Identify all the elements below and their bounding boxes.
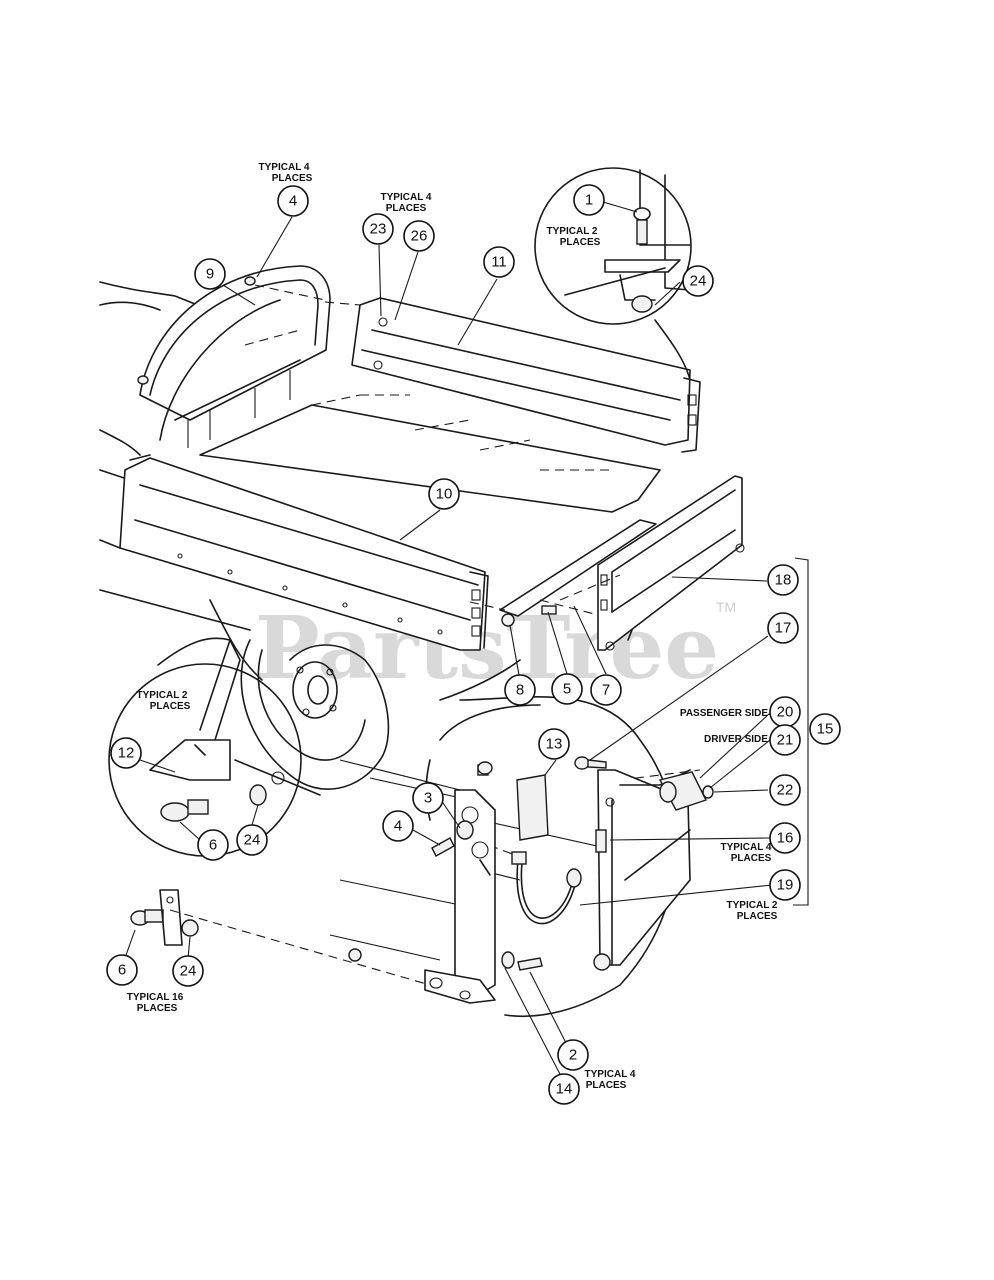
callout-11[interactable]: 11 bbox=[483, 246, 515, 278]
callout-12[interactable]: 12 bbox=[110, 737, 142, 769]
callout-label: 2 bbox=[569, 1047, 577, 1064]
callout-label: 15 bbox=[817, 721, 834, 738]
note-line: TYPICAL 2 bbox=[137, 690, 188, 701]
note-line: PLACES bbox=[731, 853, 772, 864]
callout-24[interactable]: 24 bbox=[172, 955, 204, 987]
callout-18[interactable]: 18 bbox=[767, 564, 799, 596]
note-line: TYPICAL 4 bbox=[381, 192, 432, 203]
callout-10[interactable]: 10 bbox=[428, 478, 460, 510]
rear-wheel bbox=[209, 599, 390, 790]
note-line: PLACES bbox=[560, 237, 601, 248]
bed-floor bbox=[199, 394, 661, 513]
callout-15[interactable]: 15 bbox=[809, 713, 841, 745]
callout-label: 10 bbox=[436, 486, 453, 503]
vehicle-body bbox=[99, 281, 521, 701]
callout-9[interactable]: 9 bbox=[194, 258, 226, 290]
callout-label: 16 bbox=[777, 830, 794, 847]
callout-label: 4 bbox=[289, 193, 297, 210]
note-typical4-top-left: TYPICAL 4 PLACES bbox=[259, 162, 313, 184]
callout-16[interactable]: 16 bbox=[769, 822, 801, 854]
callout-label: 9 bbox=[206, 266, 214, 283]
callout-label: 4 bbox=[394, 818, 402, 835]
note-line: PLACES bbox=[737, 911, 778, 922]
callout-label: 24 bbox=[690, 273, 707, 290]
callout-5[interactable]: 5 bbox=[551, 673, 583, 705]
callout-label: 24 bbox=[180, 963, 197, 980]
note-line: TYPICAL 4 bbox=[585, 1069, 636, 1080]
callout-26[interactable]: 26 bbox=[403, 220, 435, 252]
callout-label: 21 bbox=[777, 732, 794, 749]
note-line: TYPICAL 4 bbox=[259, 162, 310, 173]
note-typical4-16: TYPICAL 4 PLACES bbox=[721, 842, 772, 864]
callout-22[interactable]: 22 bbox=[769, 774, 801, 806]
callout-4-detail[interactable]: 4 bbox=[382, 810, 414, 842]
side-panel-9 bbox=[129, 265, 331, 461]
callout-label: 12 bbox=[118, 745, 135, 762]
note-line: PLACES bbox=[137, 1003, 178, 1014]
callout-24-detail-left[interactable]: 24 bbox=[236, 824, 268, 856]
callout-14[interactable]: 14 bbox=[548, 1073, 580, 1105]
callout-21[interactable]: 21 bbox=[769, 724, 801, 756]
callout-label: 5 bbox=[563, 681, 571, 698]
callout-3[interactable]: 3 bbox=[412, 782, 444, 814]
callout-label: 23 bbox=[370, 221, 387, 238]
note-typical2-detail-left: TYPICAL 2 PLACES bbox=[137, 690, 191, 712]
callout-label: 1 bbox=[585, 192, 593, 209]
detail-circle-top bbox=[534, 167, 692, 381]
note-line: PASSENGER SIDE bbox=[680, 708, 768, 719]
note-typical16: TYPICAL 16 PLACES bbox=[127, 992, 184, 1014]
note-line: PLACES bbox=[586, 1080, 627, 1091]
callout-label: 8 bbox=[516, 682, 524, 699]
note-line: PLACES bbox=[386, 203, 427, 214]
callout-label: 7 bbox=[602, 682, 610, 699]
callout-label: 6 bbox=[118, 962, 126, 979]
note-line: DRIVER SIDE bbox=[704, 734, 768, 745]
callout-1[interactable]: 1 bbox=[573, 184, 605, 216]
detail-circle-right bbox=[424, 696, 714, 1018]
callout-19[interactable]: 19 bbox=[769, 869, 801, 901]
callout-label: 6 bbox=[209, 837, 217, 854]
callout-20[interactable]: 20 bbox=[769, 696, 801, 728]
callout-7[interactable]: 7 bbox=[590, 674, 622, 706]
note-line: TYPICAL 4 bbox=[721, 842, 772, 853]
callout-23[interactable]: 23 bbox=[362, 213, 394, 245]
small-fasteners bbox=[130, 276, 557, 962]
side-panel-10 bbox=[119, 457, 489, 651]
callout-label: 13 bbox=[546, 736, 563, 753]
note-typical2-detail-top: TYPICAL 2 PLACES bbox=[547, 226, 601, 248]
note-passenger-side: PASSENGER SIDE bbox=[680, 708, 768, 719]
callout-label: 20 bbox=[777, 704, 794, 721]
note-line: PLACES bbox=[272, 173, 313, 184]
note-line: TYPICAL 2 bbox=[547, 226, 598, 237]
note-line: TYPICAL 16 bbox=[127, 992, 184, 1003]
callout-label: 19 bbox=[777, 877, 794, 894]
callout-17[interactable]: 17 bbox=[767, 612, 799, 644]
callout-label: 26 bbox=[411, 228, 428, 245]
note-typical4-top: TYPICAL 4 PLACES bbox=[381, 192, 432, 214]
note-driver-side: DRIVER SIDE bbox=[704, 734, 768, 745]
note-typical4-bottom: TYPICAL 4 PLACES bbox=[585, 1069, 636, 1091]
callout-6[interactable]: 6 bbox=[106, 954, 138, 986]
tailgate-18 bbox=[597, 475, 745, 651]
callout-8[interactable]: 8 bbox=[504, 674, 536, 706]
note-line: TYPICAL 2 bbox=[727, 900, 778, 911]
callout-label: 24 bbox=[244, 832, 261, 849]
callout-label: 22 bbox=[777, 782, 794, 799]
callout-24-detail-top[interactable]: 24 bbox=[682, 265, 714, 297]
note-line: PLACES bbox=[150, 701, 191, 712]
callout-label: 18 bbox=[775, 572, 792, 589]
watermark-trademark: TM bbox=[716, 599, 736, 615]
note-typical2-19: TYPICAL 2 PLACES bbox=[727, 900, 778, 922]
callout-label: 11 bbox=[491, 254, 507, 271]
callout-label: 17 bbox=[775, 620, 792, 637]
callout-label: 14 bbox=[556, 1081, 573, 1098]
leader-lines bbox=[124, 201, 809, 1081]
callout-13[interactable]: 13 bbox=[538, 728, 570, 760]
callout-6-detail[interactable]: 6 bbox=[197, 829, 229, 861]
callout-2[interactable]: 2 bbox=[557, 1039, 589, 1071]
callout-4-top[interactable]: 4 bbox=[277, 185, 309, 217]
callout-label: 3 bbox=[424, 790, 432, 807]
